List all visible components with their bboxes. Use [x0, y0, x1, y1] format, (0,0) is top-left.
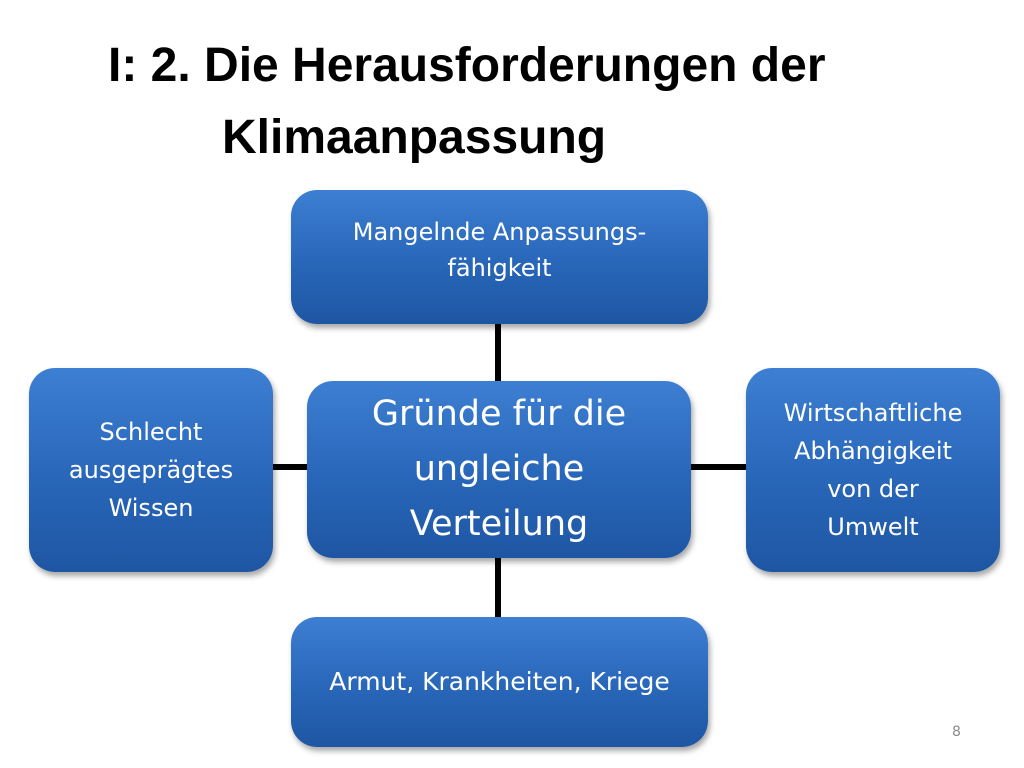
node-left-line-1: Schlecht	[99, 418, 203, 446]
slide-title-line-2: Klimaanpassung	[222, 111, 607, 164]
node-right-line-3: von der	[827, 475, 919, 503]
slide-title-line-1: I: 2. Die Herausforderungen der	[108, 39, 826, 92]
node-armut-krankheiten-kriege: Armut, Krankheiten, Kriege	[291, 617, 708, 747]
node-top-line-1: Mangelnde Anpassungs-	[352, 218, 647, 246]
node-center-gruende: Gründe für die ungleiche Verteilung	[307, 381, 691, 558]
node-left-line-3: Wissen	[108, 494, 194, 522]
node-center-line-1: Gründe für die	[371, 394, 627, 434]
node-left-line-2: ausgeprägtes	[68, 456, 234, 484]
slide-page-number: 8	[952, 724, 961, 740]
node-mangelnde-anpassungsfaehigkeit: Mangelnde Anpassungs- fähigkeit	[291, 190, 708, 324]
connector-center-left	[271, 464, 309, 470]
connector-center-bottom	[495, 556, 501, 620]
node-top-line-2: fähigkeit	[447, 254, 552, 282]
connector-center-top	[495, 322, 501, 384]
node-wirtschaftliche-abhaengigkeit: Wirtschaftliche Abhängigkeit von der Umw…	[746, 368, 1000, 572]
node-schlecht-ausgepraegtes-wissen: Schlecht ausgeprägtes Wissen	[29, 368, 273, 572]
node-right-line-2: Abhängigkeit	[794, 437, 952, 465]
node-bottom-line-1: Armut, Krankheiten, Kriege	[329, 667, 670, 696]
node-right-line-1: Wirtschaftliche	[783, 399, 963, 427]
node-center-line-3: Verteilung	[409, 504, 589, 544]
connector-center-right	[689, 464, 748, 470]
node-right-line-4: Umwelt	[827, 513, 919, 541]
node-center-line-2: ungleiche	[413, 449, 585, 489]
